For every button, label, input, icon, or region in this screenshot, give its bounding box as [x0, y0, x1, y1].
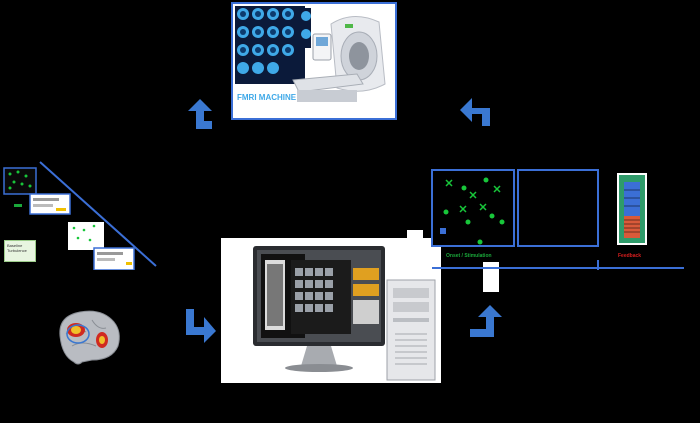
feedback-label: Feedback [618, 253, 642, 259]
condition-legend: Baseline Turbulence [4, 240, 36, 262]
connector-bar-top [407, 230, 423, 260]
stimulus-timeline [431, 169, 684, 270]
task-panels [3, 161, 157, 270]
fmri-panel: FMRI MACHINE [231, 2, 397, 120]
stimulus-label: Onset / Stimulation [446, 253, 492, 259]
connector-bar-bottom [483, 262, 499, 292]
computer-panel [221, 238, 441, 383]
mri-scanner [292, 6, 391, 110]
arrow-up-left-icon [460, 98, 490, 126]
stimulus-dots [445, 179, 501, 213]
monitor [253, 246, 385, 372]
arrow-up-right-icon [470, 305, 502, 337]
fmri-label: FMRI MACHINE [237, 93, 297, 102]
brain-activation-image [59, 310, 120, 365]
scan-slices [235, 6, 313, 84]
feedback-bar [617, 173, 647, 245]
arrow-right-icon [186, 309, 216, 343]
legend-item-turbulence: Turbulence [7, 248, 27, 253]
legend-item-baseline: Baseline [7, 243, 23, 248]
arrow-down-left-icon [188, 99, 212, 129]
computer-tower [386, 279, 436, 381]
fmri-illustration: FMRI MACHINE [235, 6, 391, 110]
computer-illustration [253, 246, 436, 381]
